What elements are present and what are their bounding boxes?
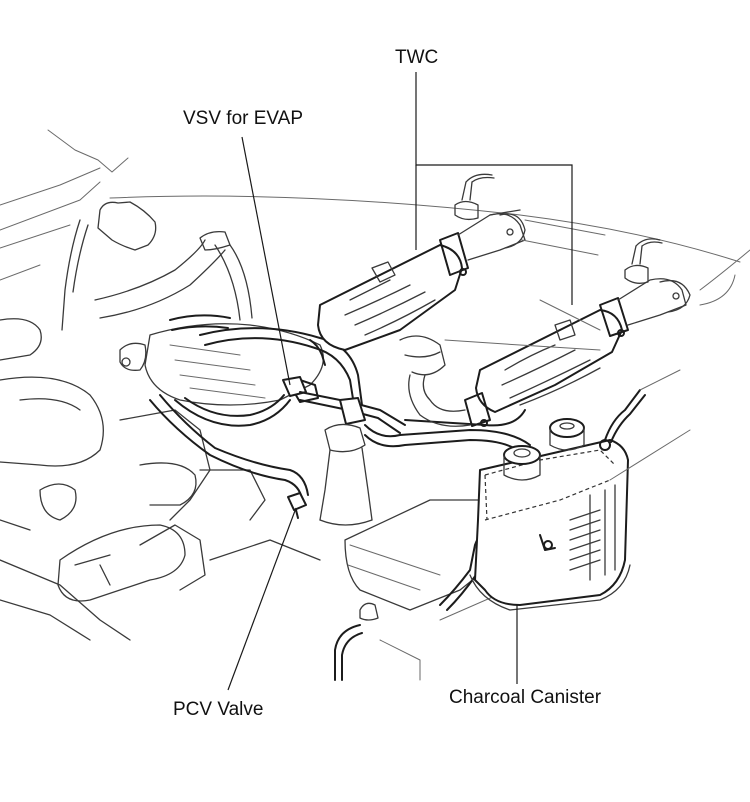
twc-right: [408, 238, 691, 427]
vehicle-body-outline: [0, 129, 750, 306]
label-vsv-for-evap: VSV for EVAP: [183, 108, 304, 129]
label-charcoal-canister: Charcoal Canister: [449, 687, 602, 708]
pcv-valve: [287, 492, 307, 519]
charcoal-canister: [469, 369, 691, 611]
twc-leader: [415, 72, 573, 305]
label-twc: TWC: [395, 47, 439, 68]
intake-manifold: [119, 314, 324, 406]
vsv-leader: [241, 136, 291, 386]
label-pcv-valve: PCV Valve: [173, 699, 264, 720]
leader-lines: [227, 72, 573, 691]
vacuum-hoses: [149, 327, 363, 501]
pcv-leader: [227, 507, 297, 691]
exhaust-crossover: [399, 299, 601, 376]
oil-filler: [319, 423, 373, 526]
battery-box: [334, 499, 521, 681]
engine-left-side: [0, 201, 321, 641]
twc-left: [317, 173, 606, 351]
